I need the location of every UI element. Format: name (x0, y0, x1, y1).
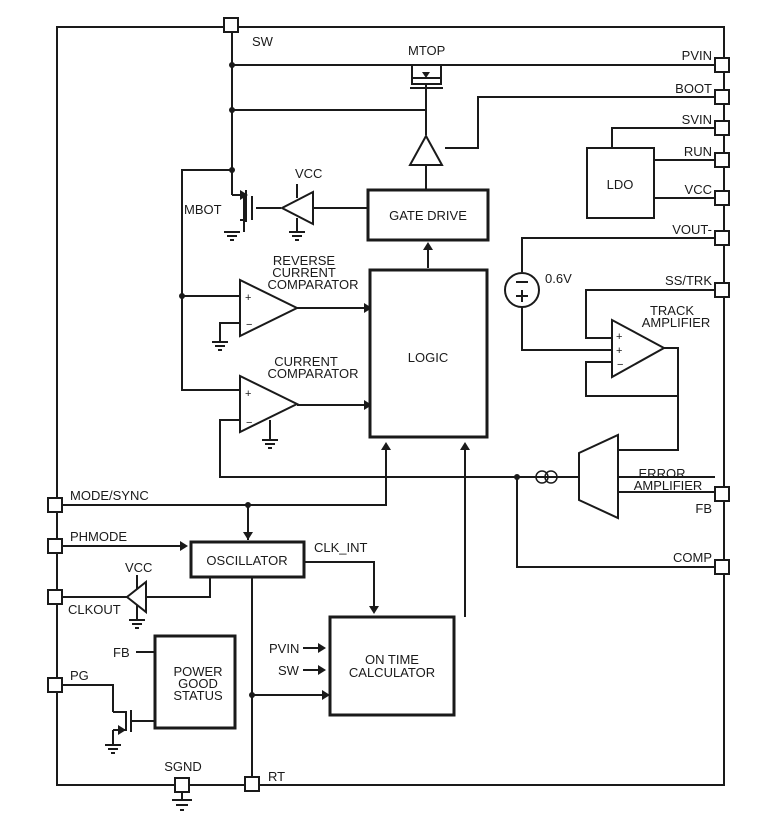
mtop-transistor: MTOP (408, 43, 445, 89)
ldo-block (586, 147, 655, 219)
pin-sgnd[interactable] (174, 777, 190, 793)
pg-transistor (113, 710, 132, 735)
label-vcc: VCC (685, 182, 712, 197)
pins (47, 17, 730, 793)
wires (62, 32, 715, 800)
on-time-pvin-label: PVIN (269, 641, 299, 656)
reverse-comp-label-3: COMPARATOR (267, 277, 358, 292)
pgood-fb-label: FB (113, 645, 130, 660)
logic-label: LOGIC (408, 350, 448, 365)
junction-dots (179, 62, 520, 698)
trk-plus-2: + (616, 345, 622, 357)
pin-pg[interactable] (47, 677, 63, 693)
logic-block (368, 268, 489, 439)
clk-int-label: CLK_INT (314, 540, 368, 555)
reference-source: 0.6V (504, 271, 572, 308)
label-pvin: PVIN (682, 48, 712, 63)
label-run: RUN (684, 144, 712, 159)
ldo-label: LDO (607, 177, 634, 192)
error-amplifier (578, 433, 619, 520)
on-time-sw-label: SW (278, 663, 300, 678)
top-gate-driver (408, 133, 444, 166)
label-vout-minus: VOUT- (672, 222, 712, 237)
track-amp-label-1: TRACK (650, 303, 694, 318)
pin-comp[interactable] (714, 559, 730, 575)
cur-plus: + (245, 388, 251, 400)
reverse-comp-label-2: CURRENT (272, 265, 336, 280)
label-rt: RT (268, 769, 285, 784)
rev-plus: + (245, 292, 251, 304)
pin-pvin[interactable] (714, 57, 730, 73)
pin-phmode[interactable] (47, 538, 63, 554)
pin-clkout[interactable] (47, 589, 63, 605)
power-good-status-block (153, 634, 237, 730)
on-time-calculator-block (328, 615, 456, 717)
pin-sw[interactable] (223, 17, 239, 33)
gm-symbol (535, 470, 558, 484)
pgood-label-2: GOOD (178, 676, 218, 691)
pin-fb[interactable] (714, 486, 730, 502)
current-comp-label-1: CURRENT (274, 354, 338, 369)
reverse-current-comparator (239, 278, 300, 338)
label-ss-trk: SS/TRK (665, 273, 712, 288)
pin-svin[interactable] (714, 120, 730, 136)
on-time-label-2: CALCULATOR (349, 665, 435, 680)
mbot-transistor: MBOT (184, 190, 253, 222)
gate-drive-block (366, 188, 490, 242)
ground-symbols (105, 231, 305, 811)
pgood-label-1: POWER (173, 664, 222, 679)
label-fb: FB (695, 501, 712, 516)
label-comp: COMP (673, 550, 712, 565)
on-time-label-1: ON TIME (365, 652, 419, 667)
mtop-label: MTOP (408, 43, 445, 58)
error-amp-label-2: AMPLIFIER (634, 478, 703, 493)
pgood-label-3: STATUS (173, 688, 223, 703)
current-comp-label-2: COMPARATOR (267, 366, 358, 381)
bottom-gate-driver (279, 190, 314, 226)
label-sgnd: SGND (164, 759, 202, 774)
trk-minus: − (617, 359, 623, 371)
label-phmode: PHMODE (70, 529, 127, 544)
label-svin: SVIN (682, 112, 712, 127)
pin-vcc[interactable] (714, 190, 730, 206)
mbot-label: MBOT (184, 202, 222, 217)
oscillator-block (189, 540, 306, 579)
pin-rt[interactable] (244, 776, 260, 792)
vcc-label-top: VCC (295, 166, 322, 181)
label-mode-sync: MODE/SYNC (70, 488, 149, 503)
oscillator-label: OSCILLATOR (206, 553, 287, 568)
reverse-comp-label-1: REVERSE (273, 253, 335, 268)
pin-mode-sync[interactable] (47, 497, 63, 513)
gate-drive-label: GATE DRIVE (389, 208, 467, 223)
pin-ss-trk[interactable] (714, 282, 730, 298)
label-clkout: CLKOUT (68, 602, 121, 617)
pin-boot[interactable] (714, 89, 730, 105)
track-amp-label-2: AMPLIFIER (642, 315, 711, 330)
signal-arrows (180, 242, 470, 700)
pin-labels: SW PVIN BOOT SVIN RUN VCC VOUT- SS/TRK F… (68, 34, 712, 784)
track-amplifier (611, 318, 667, 379)
chip-outline (56, 26, 725, 786)
cur-minus: − (246, 417, 252, 429)
pin-vout-minus[interactable] (714, 230, 730, 246)
label-boot: BOOT (675, 81, 712, 96)
label-pg: PG (70, 668, 89, 683)
vcc-label-bottom: VCC (125, 560, 152, 575)
label-sw: SW (252, 34, 274, 49)
error-amp-label-1: ERROR (639, 466, 686, 481)
trk-plus-1: + (616, 331, 622, 343)
current-comparator (239, 374, 300, 434)
clkout-buffer (125, 579, 147, 615)
ref-voltage-label: 0.6V (545, 271, 572, 286)
rev-minus: − (246, 319, 252, 331)
pin-run[interactable] (714, 152, 730, 168)
